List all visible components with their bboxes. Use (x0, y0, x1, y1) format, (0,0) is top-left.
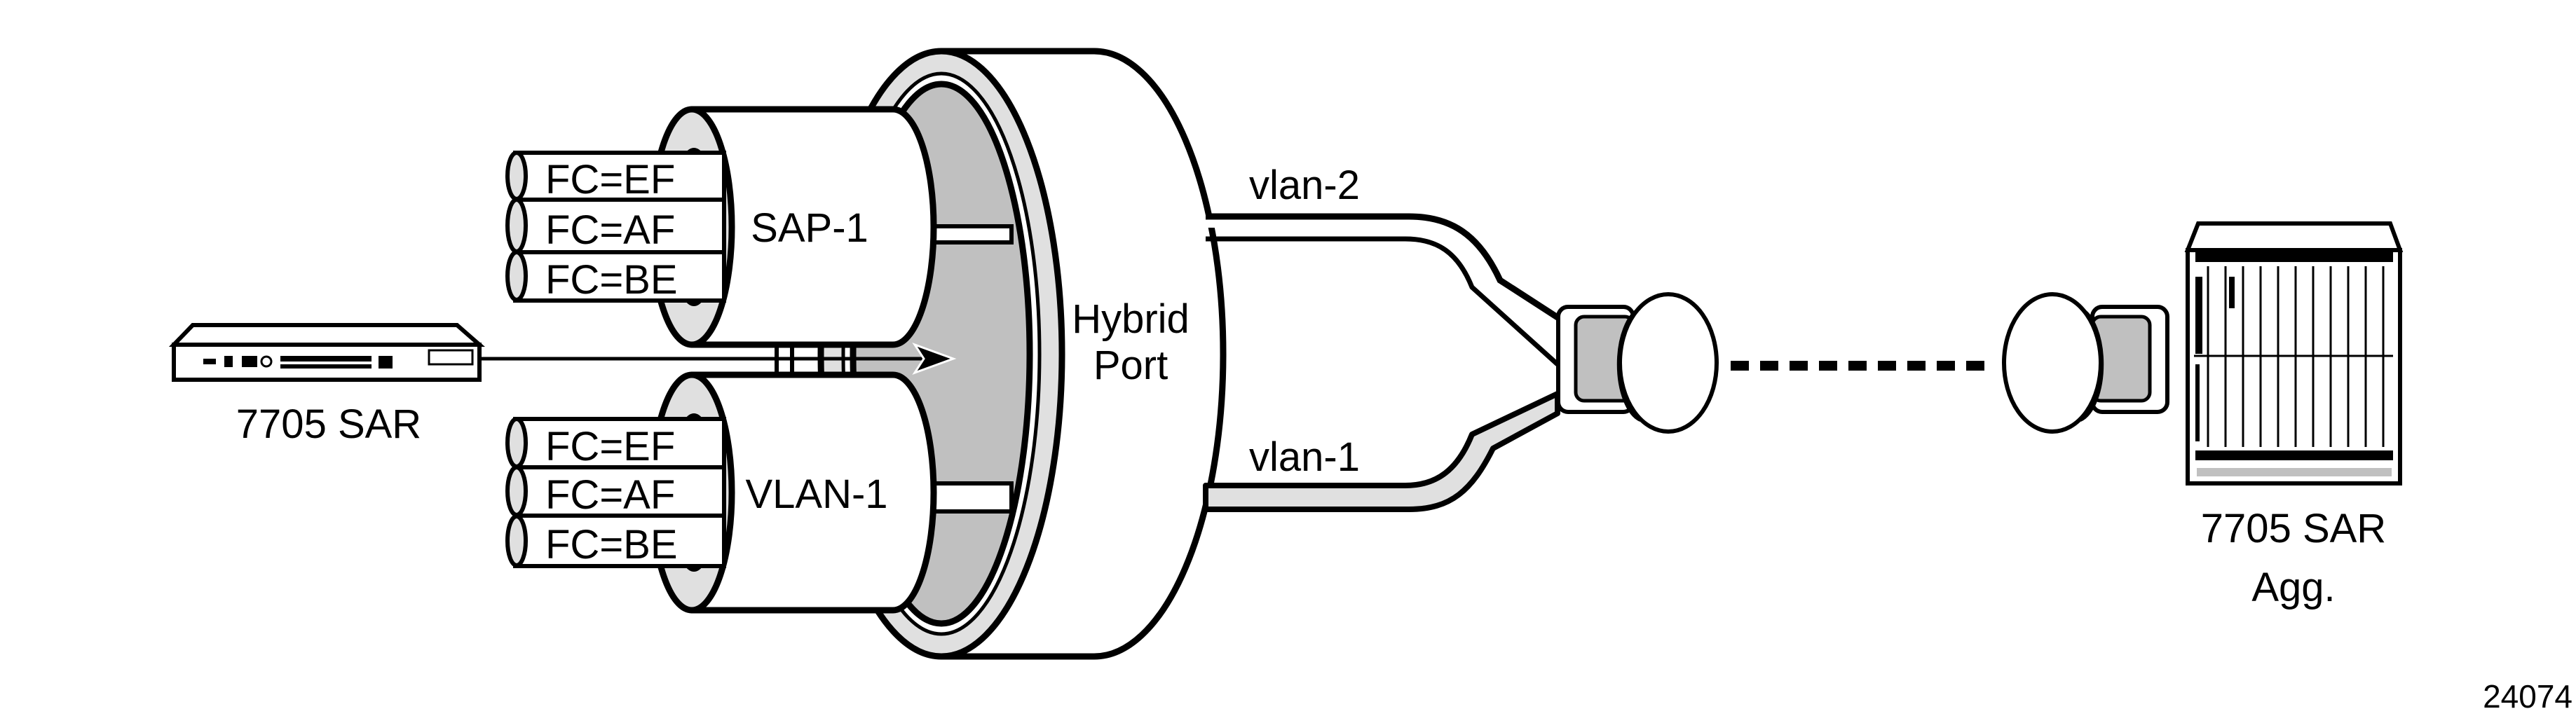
figure-id: 24074 (2483, 678, 2572, 715)
sap-cylinder: SAP-1 (648, 106, 937, 348)
fc-tube-ef: FC=EF (505, 151, 726, 202)
fc-tube-af: FC=AF (505, 198, 726, 254)
vlan-fc-tubes: FC=EF FC=AF FC=BE (505, 417, 726, 568)
fc-tube-ef: FC=EF (505, 417, 726, 469)
link-label-vlan-2: vlan-2 (1249, 163, 1360, 208)
fc-label: FC=AF (545, 472, 675, 518)
sap-label: SAP-1 (751, 205, 868, 251)
optical-connector-right (2002, 292, 2169, 434)
hybrid-port-label-2: Port (1093, 343, 1168, 388)
fc-label: FC=EF (545, 157, 675, 202)
link-label-vlan-1: vlan-1 (1249, 434, 1360, 480)
fc-label: FC=BE (545, 522, 678, 567)
hybrid-port-label: Hybrid (1072, 296, 1190, 342)
traffic-arrow (479, 343, 957, 375)
fc-label: FC=AF (545, 207, 675, 253)
right-device-label: 7705 SAR (2201, 506, 2386, 551)
chassis-slots (2194, 266, 2393, 447)
optical-connector-left (1556, 292, 1719, 434)
link-vlan-2: vlan-2 (1206, 163, 1562, 366)
fc-tube-be: FC=BE (505, 514, 726, 568)
sap-fc-tubes: FC=EF FC=AF FC=BE (505, 151, 726, 303)
chassis-7705-sar-agg: 7705 SAR Agg. (2184, 221, 2404, 610)
fc-label: FC=BE (545, 257, 678, 303)
left-device-label: 7705 SAR (236, 401, 421, 447)
fc-tube-af: FC=AF (505, 465, 726, 518)
fc-label: FC=EF (545, 424, 675, 469)
right-device-label-2: Agg. (2251, 565, 2335, 610)
vlan-label: VLAN-1 (745, 471, 887, 517)
switch-7705-sar: 7705 SAR (168, 323, 485, 447)
switch-ports (280, 356, 393, 369)
link-vlan-1: vlan-1 (1203, 391, 1560, 512)
fc-tube-be: FC=BE (505, 250, 726, 303)
